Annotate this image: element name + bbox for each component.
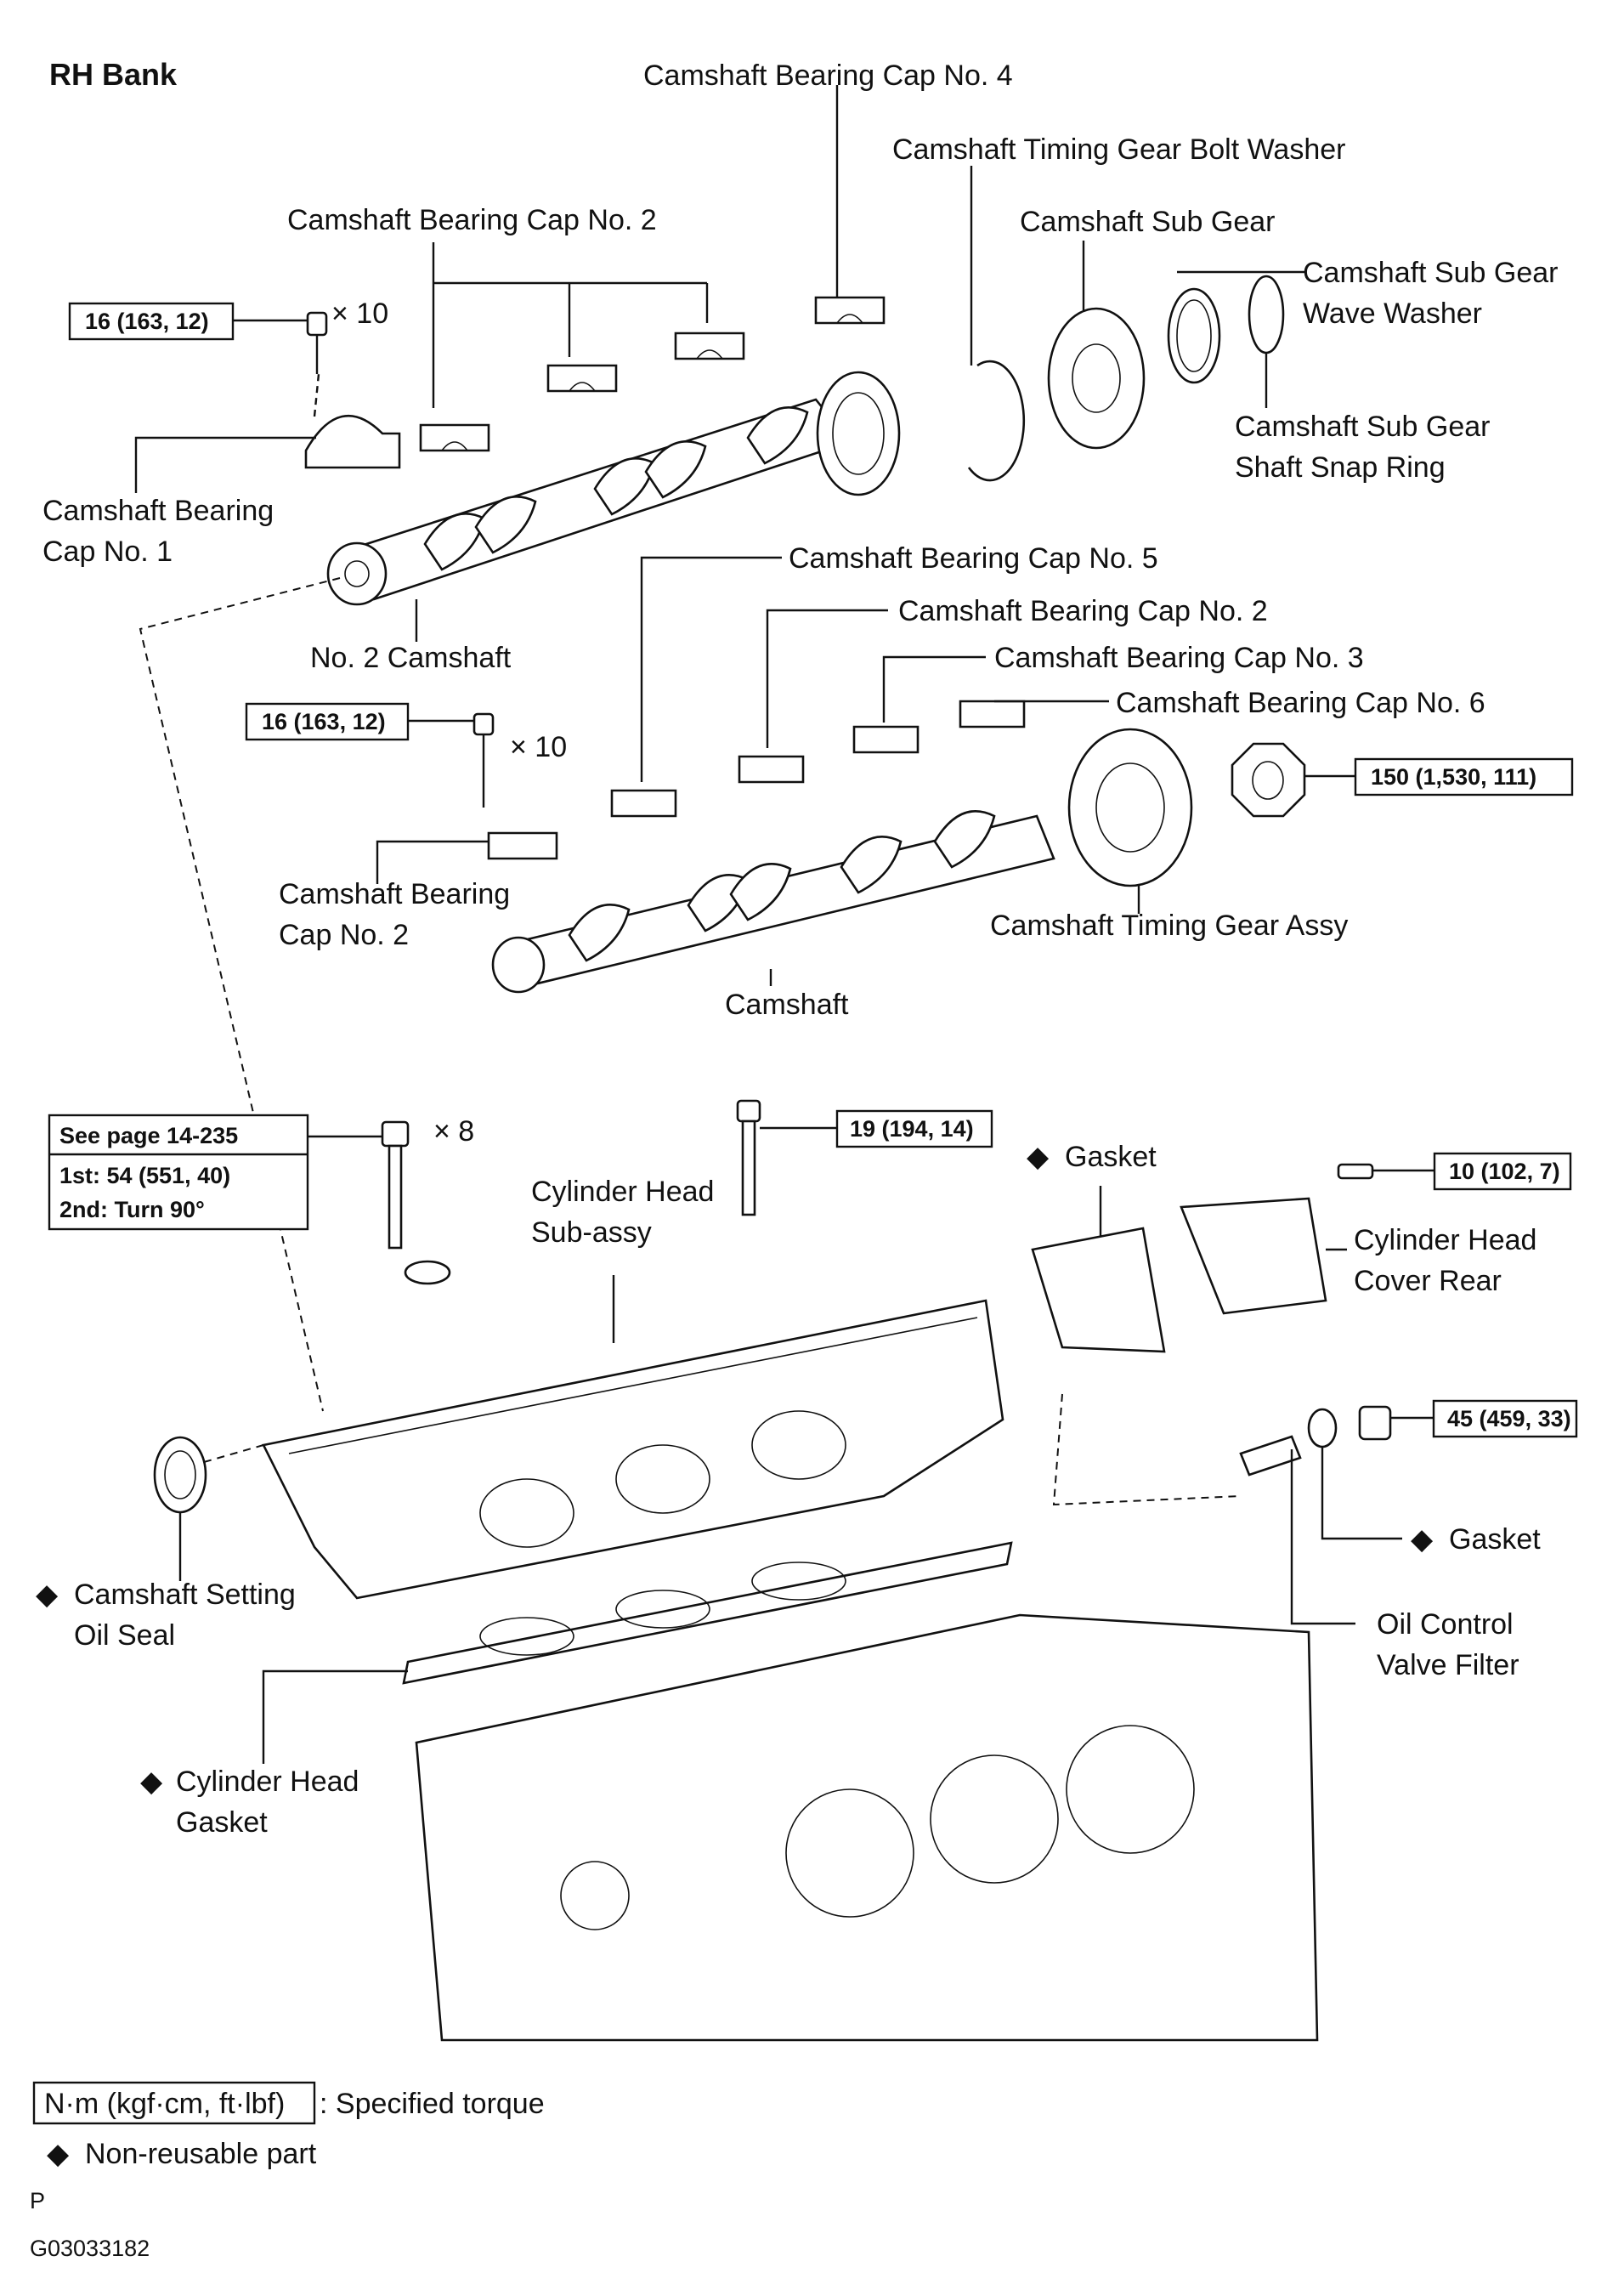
qty-x10-lower: × 10: [510, 731, 567, 763]
label-bearing-cap-no6: Camshaft Bearing Cap No. 6: [1116, 687, 1485, 719]
torque-box: 19 (194, 14): [835, 1109, 993, 1148]
label-bearing-cap-no2-top: Camshaft Bearing Cap No. 2: [287, 204, 657, 236]
label-head-sub-assy-line2: Sub-assy: [531, 1216, 652, 1249]
label-wave-washer-line2: Wave Washer: [1303, 298, 1482, 330]
svg-text:19 (194, 14): 19 (194, 14): [850, 1116, 974, 1142]
label-camshaft: Camshaft: [725, 989, 849, 1021]
label-timing-gear-bolt-washer: Camshaft Timing Gear Bolt Washer: [892, 133, 1345, 166]
camshaft-setting-oil-seal-part: [153, 1436, 207, 1514]
svg-text:16 (163, 12): 16 (163, 12): [85, 309, 209, 334]
label-setting-oil-seal-line2: Oil Seal: [74, 1619, 175, 1652]
svg-text:45 (459, 33): 45 (459, 33): [1447, 1406, 1571, 1431]
cylinder-block-part: [415, 1613, 1319, 2042]
label-bearing-cap-no3: Camshaft Bearing Cap No. 3: [994, 642, 1364, 674]
label-head-gasket-line2: Gasket: [176, 1806, 268, 1839]
footer-code: G03033182: [30, 2236, 150, 2261]
cylinder-head-gasket-part: [402, 1541, 1013, 1685]
legend-torque-units: N·m (kgf·cm, ft·lbf): [44, 2088, 285, 2120]
torque-box-head-bolt: See page 14-235 1st: 54 (551, 40) 2nd: T…: [48, 1114, 309, 1231]
bearing-cap-no2-lower-part: [472, 712, 558, 860]
label-cover-rear-line2: Cover Rear: [1354, 1265, 1502, 1297]
svg-text:1st: 54 (551, 40): 1st: 54 (551, 40): [59, 1163, 230, 1188]
torque-box: 10 (102, 7): [1433, 1152, 1572, 1191]
bearing-cap-no1-part: [304, 311, 401, 469]
qty-x8: × 8: [433, 1115, 474, 1148]
nonreusable-mark: ◆: [1411, 1523, 1434, 1556]
label-ocv-filter-line1: Oil Control: [1377, 1608, 1514, 1641]
label-snap-ring-line2: Shaft Snap Ring: [1235, 451, 1446, 484]
label-bearing-cap-no2-low-line2: Cap No. 2: [279, 919, 409, 951]
label-bearing-cap-no5: Camshaft Bearing Cap No. 5: [789, 542, 1158, 575]
alignment-line: [1052, 1393, 1242, 1506]
label-head-gasket-line1: Cylinder Head: [176, 1766, 359, 1798]
legend: N·m (kgf·cm, ft·lbf) : Specified torque …: [32, 2081, 545, 2170]
label-bearing-cap-no4: Camshaft Bearing Cap No. 4: [643, 60, 1013, 92]
cylinder-head-sub-assy-part: [262, 1299, 1004, 1600]
camshaft-part: [491, 810, 1055, 994]
cylinder-head-cover-rear-part: [1180, 1163, 1374, 1315]
legend-nonreusable-text: Non-reusable part: [85, 2138, 317, 2170]
label-cover-rear-line1: Cylinder Head: [1354, 1224, 1536, 1256]
label-ocv-filter-line2: Valve Filter: [1377, 1649, 1519, 1681]
label-bearing-cap-no2-mid: Camshaft Bearing Cap No. 2: [898, 595, 1268, 627]
legend-nonreusable-mark: ◆: [47, 2138, 70, 2170]
label-gasket-plug: Gasket: [1449, 1523, 1541, 1556]
bearing-cap-part: [738, 755, 805, 784]
no2-camshaft-part: [326, 398, 852, 606]
bearing-cap-part: [419, 423, 490, 452]
alignment-line: [203, 1444, 264, 1463]
torque-box: 150 (1,530, 111): [1354, 757, 1574, 796]
svg-text:16 (163, 12): 16 (163, 12): [262, 709, 386, 734]
label-no2-camshaft: No. 2 Camshaft: [310, 642, 512, 674]
label-gasket-rear: Gasket: [1065, 1141, 1157, 1173]
sub-gear-wave-washer-part: [1167, 287, 1221, 384]
label-head-sub-assy-line1: Cylinder Head: [531, 1176, 714, 1208]
sub-assy-bolt-part: [736, 1099, 761, 1216]
legend-torque-text: : Specified torque: [320, 2088, 545, 2120]
qty-x10-top: × 10: [331, 298, 388, 330]
bearing-cap-part: [546, 364, 618, 393]
timing-gear-nut-part: [1231, 742, 1306, 818]
oil-control-valve-filter-part: [1239, 1435, 1302, 1477]
label-camshaft-sub-gear: Camshaft Sub Gear: [1020, 206, 1275, 238]
label-setting-oil-seal-line1: Camshaft Setting: [74, 1579, 296, 1611]
camshaft-sub-gear-part: [1047, 307, 1146, 450]
torque-box: 16 (163, 12): [68, 302, 235, 341]
bearing-cap-part: [959, 700, 1026, 728]
svg-text:150 (1,530, 111): 150 (1,530, 111): [1371, 764, 1536, 790]
diagram-title: RH Bank: [49, 57, 178, 92]
timing-gear-bolt-washer-part: [967, 360, 1026, 482]
bearing-cap-part: [852, 725, 920, 754]
head-bolt-part: [381, 1120, 451, 1285]
camshaft-timing-gear-assy-part: [1067, 728, 1193, 887]
footer-p: P: [30, 2188, 45, 2213]
label-wave-washer-line1: Camshaft Sub Gear: [1303, 257, 1558, 289]
plug-gasket-part: [1307, 1408, 1338, 1448]
nonreusable-mark: ◆: [140, 1766, 163, 1798]
plug-part: [1358, 1405, 1392, 1441]
bearing-cap-no4-part: [814, 296, 886, 325]
bearing-cap-part: [610, 789, 677, 818]
svg-text:See page 14-235: See page 14-235: [59, 1123, 238, 1148]
nonreusable-mark: ◆: [1027, 1141, 1050, 1173]
label-bearing-cap-no1-line2: Cap No. 1: [42, 536, 173, 568]
leader-lines: [134, 85, 1434, 1764]
rear-gasket-part: [1031, 1227, 1166, 1353]
torque-box: 45 (459, 33): [1432, 1399, 1578, 1438]
label-bearing-cap-no1-line1: Camshaft Bearing: [42, 495, 274, 527]
sub-gear-shaft-snap-ring-part: [1248, 275, 1285, 354]
svg-text:10 (102, 7): 10 (102, 7): [1449, 1159, 1560, 1184]
no2-camshaft-driven-gear: [816, 371, 901, 496]
torque-box: 16 (163, 12): [245, 702, 410, 741]
nonreusable-mark: ◆: [36, 1579, 59, 1611]
label-camshaft-timing-gear-assy: Camshaft Timing Gear Assy: [990, 910, 1348, 942]
bearing-cap-part: [674, 332, 745, 360]
label-snap-ring-line1: Camshaft Sub Gear: [1235, 411, 1490, 443]
label-bearing-cap-no2-low-line1: Camshaft Bearing: [279, 878, 510, 910]
svg-text:2nd: Turn 90°: 2nd: Turn 90°: [59, 1197, 205, 1222]
